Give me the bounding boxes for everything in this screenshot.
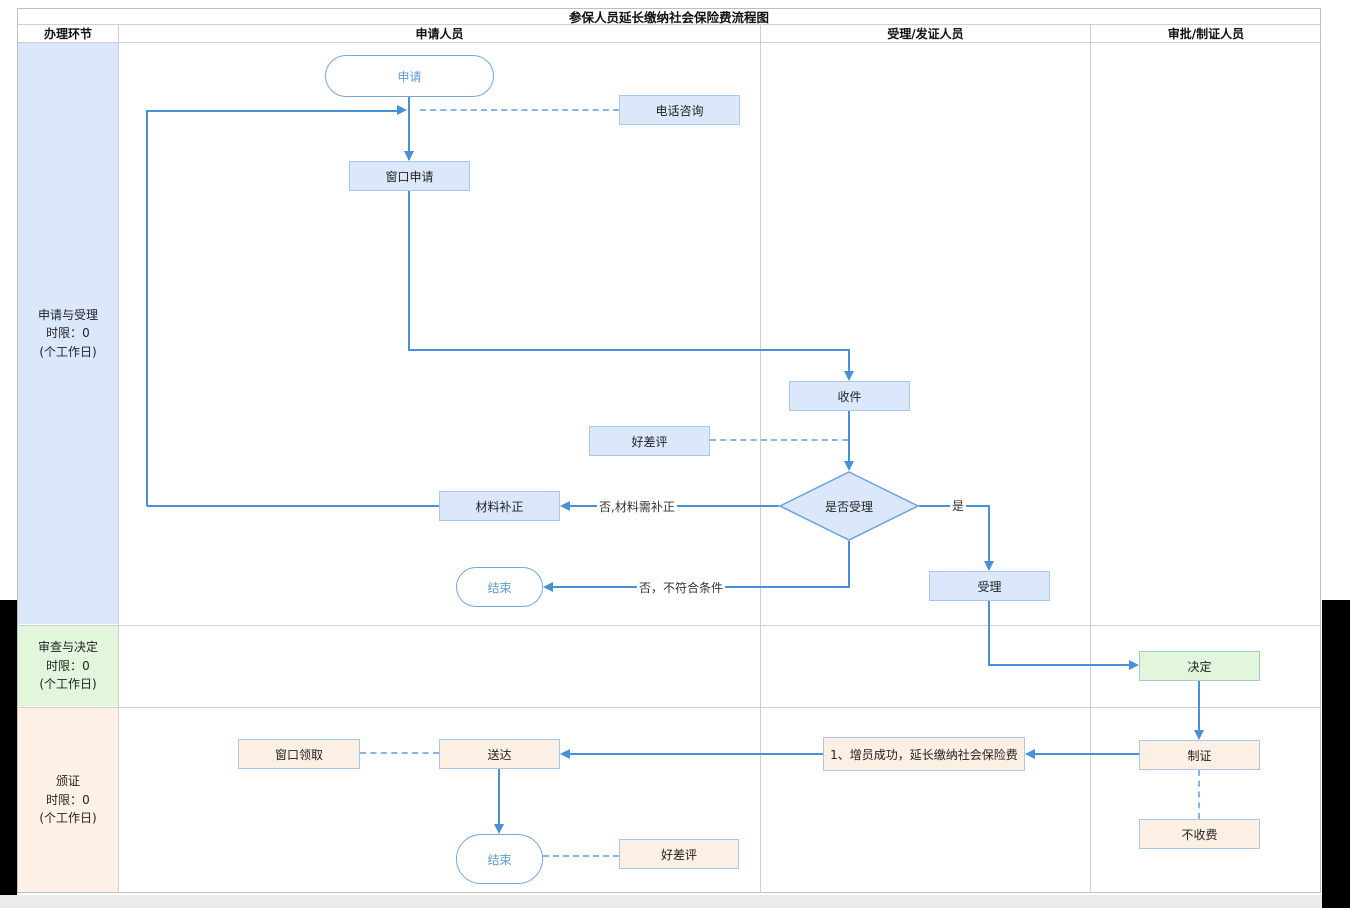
lane-limit: 时限：0	[46, 792, 90, 807]
canvas-bottom-bar	[0, 895, 1322, 908]
arrow-into-accept	[984, 561, 994, 571]
node-material-fix: 材料补正	[439, 491, 560, 521]
edge-window-right	[408, 349, 850, 351]
arrow-loop-junction	[397, 105, 407, 115]
node-window-apply: 窗口申请	[349, 161, 470, 191]
lane-unit: (个工作日)	[39, 811, 97, 826]
grid-lane1-bottom	[17, 625, 1321, 626]
node-no-fee: 不收费	[1139, 819, 1260, 849]
edge-diamond-down	[848, 541, 850, 587]
node-end-bottom: 结束	[456, 834, 543, 884]
edge-label-yes: 是	[950, 497, 967, 514]
lane-limit: 时限：0	[46, 658, 90, 673]
edge-loop-top	[147, 110, 400, 112]
grid-col2	[760, 24, 761, 893]
edge-into-receive	[848, 349, 850, 374]
node-result-note: 1、增员成功，延长缴纳社会保险费	[823, 737, 1025, 771]
arrow-into-make-cert	[1194, 730, 1204, 740]
arrow-into-window-apply	[404, 151, 414, 161]
edge-dashed-phone	[420, 109, 619, 111]
edge-decide-to-cert	[1198, 681, 1200, 731]
lane-certify: 颁证 时限：0 (个工作日)	[18, 708, 118, 892]
edge-window-down	[408, 191, 410, 351]
table-frame	[17, 8, 1321, 893]
edge-cert-to-note	[1032, 753, 1139, 755]
node-accept: 受理	[929, 571, 1050, 601]
grid-col1	[118, 24, 119, 893]
node-apply: 申请	[325, 55, 494, 97]
canvas-black-left	[0, 600, 17, 896]
grid-lane2-bottom	[17, 707, 1321, 708]
arrow-into-end-bottom	[494, 824, 504, 834]
lane-label: 申请与受理	[37, 307, 98, 322]
arrow-into-decide	[1129, 660, 1139, 670]
header-approver: 审批/制证人员	[1167, 27, 1245, 41]
arrow-into-deliver	[560, 749, 570, 759]
grid-header-bottom	[17, 42, 1321, 43]
edge-receive-to-diamond	[848, 411, 850, 463]
diamond-shape	[778, 471, 920, 541]
edge-loop-bottom	[147, 505, 439, 507]
canvas-black-right	[1322, 600, 1350, 908]
grid-col3	[1090, 24, 1091, 893]
edge-dashed-pickup	[360, 752, 439, 754]
arrow-into-receive	[844, 371, 854, 381]
node-phone-consult: 电话咨询	[619, 95, 740, 125]
header-handler: 受理/发证人员	[887, 27, 964, 41]
node-decide: 决定	[1139, 651, 1260, 681]
edge-accept-down	[988, 601, 990, 666]
edge-dashed-review-top	[710, 439, 848, 441]
edge-dashed-nofee	[1198, 770, 1200, 819]
arrow-into-note	[1025, 749, 1035, 759]
node-make-cert: 制证	[1139, 740, 1260, 770]
edge-label-not-qualified: 否，不符合条件	[637, 579, 726, 596]
diagram-title: 参保人员延长缴纳社会保险费流程图	[568, 10, 769, 25]
edge-deliver-down	[498, 769, 500, 825]
lane-limit: 时限：0	[46, 326, 90, 341]
edge-apply-to-window	[408, 97, 410, 160]
node-is-accepted: 是否受理	[778, 471, 920, 541]
arrow-into-diamond	[844, 461, 854, 471]
node-end-top: 结束	[456, 567, 543, 607]
arrow-into-material-fix	[560, 501, 570, 511]
lane-apply-accept: 申请与受理 时限：0 (个工作日)	[18, 43, 118, 624]
header-stage: 办理环节	[43, 27, 92, 41]
edge-loop-vertical	[146, 110, 148, 506]
arrow-into-end-top	[543, 582, 553, 592]
node-window-pickup: 窗口领取	[238, 739, 360, 769]
node-review-top: 好差评	[589, 426, 710, 456]
grid-title-bottom	[17, 24, 1321, 25]
lane-label: 审查与决定	[37, 640, 98, 655]
lane-label: 颁证	[55, 774, 80, 789]
edge-note-to-deliver	[567, 753, 823, 755]
edge-into-accept	[988, 505, 990, 563]
header-applicant: 申请人员	[415, 27, 464, 41]
lane-review-decide: 审查与决定 时限：0 (个工作日)	[18, 626, 118, 706]
node-review-bottom: 好差评	[619, 839, 739, 869]
node-deliver: 送达	[439, 739, 560, 769]
lane-unit: (个工作日)	[39, 677, 97, 692]
edge-to-decide	[988, 664, 1130, 666]
edge-dashed-review-bottom	[543, 855, 619, 857]
edge-label-need-fix: 否,材料需补正	[597, 498, 677, 515]
node-receive: 收件	[789, 381, 910, 411]
diamond-label: 是否受理	[824, 499, 873, 514]
lane-unit: (个工作日)	[39, 344, 97, 359]
